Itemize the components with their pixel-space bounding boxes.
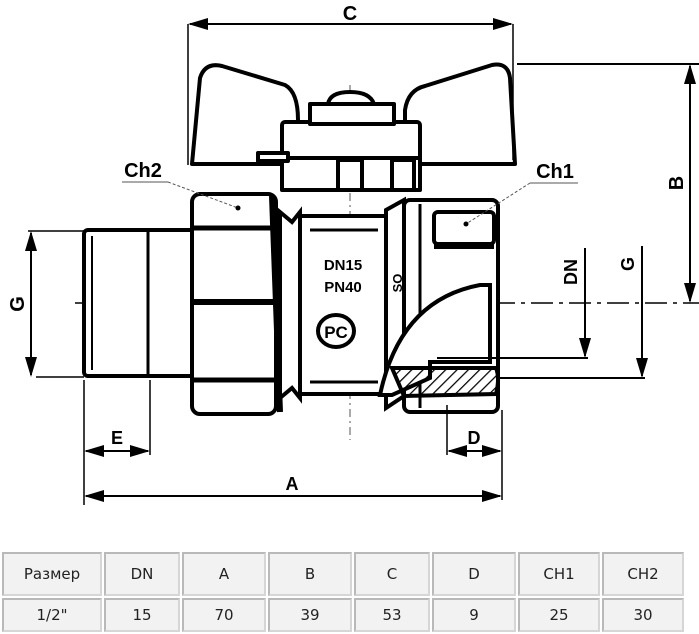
body-marking: DN15 PN40 PC SO bbox=[316, 257, 405, 349]
cell-b: 39 bbox=[268, 598, 352, 632]
label-g-right: G bbox=[618, 257, 638, 271]
ball-valve-technical-drawing: DN15 PN40 PC SO C B DN G bbox=[7, 3, 699, 505]
table-row: 1/2" 15 70 39 53 9 25 30 bbox=[2, 598, 684, 632]
dimension-dn bbox=[437, 248, 591, 359]
dimension-e bbox=[83, 380, 151, 505]
label-g-left: G bbox=[7, 296, 29, 312]
header-a: A bbox=[182, 552, 266, 596]
svg-text:PN40: PN40 bbox=[324, 279, 362, 296]
cutaway-section bbox=[377, 283, 500, 399]
label-ch2: Ch2 bbox=[124, 160, 162, 182]
dimension-d bbox=[446, 405, 503, 500]
header-ch1: CH1 bbox=[518, 552, 600, 596]
cell-d: 9 bbox=[432, 598, 516, 632]
svg-text:PC: PC bbox=[324, 323, 348, 342]
label-b: B bbox=[666, 176, 688, 190]
header-c: C bbox=[354, 552, 430, 596]
dimensions-table: Размер DN A B C D CH1 CH2 1/2" 15 70 39 … bbox=[0, 550, 686, 634]
header-d: D bbox=[432, 552, 516, 596]
dimension-c bbox=[187, 18, 514, 165]
label-c: C bbox=[343, 3, 357, 25]
cell-c: 53 bbox=[354, 598, 430, 632]
header-size: Размер bbox=[2, 552, 102, 596]
cell-a: 70 bbox=[182, 598, 266, 632]
cell-ch1: 25 bbox=[518, 598, 600, 632]
svg-text:SO: SO bbox=[390, 274, 405, 293]
label-a: A bbox=[286, 474, 299, 494]
leader-ch1 bbox=[465, 182, 578, 225]
label-dn: DN bbox=[561, 259, 581, 285]
dimension-b bbox=[517, 63, 699, 303]
svg-text:DN15: DN15 bbox=[324, 257, 362, 274]
label-e: E bbox=[111, 428, 123, 448]
leader-ch2 bbox=[122, 181, 239, 209]
union-nut-ch2 bbox=[190, 192, 283, 416]
table-header-row: Размер DN A B C D CH1 CH2 bbox=[2, 552, 684, 596]
butterfly-handle bbox=[190, 62, 517, 192]
male-thread-end bbox=[82, 228, 196, 378]
cell-dn: 15 bbox=[104, 598, 180, 632]
header-dn: DN bbox=[104, 552, 180, 596]
label-ch1: Ch1 bbox=[536, 161, 574, 183]
cell-ch2: 30 bbox=[602, 598, 684, 632]
cell-size: 1/2" bbox=[2, 598, 102, 632]
header-ch2: CH2 bbox=[602, 552, 684, 596]
label-d: D bbox=[468, 428, 481, 448]
dimension-g-right bbox=[500, 246, 648, 379]
dimension-g-left bbox=[25, 230, 84, 378]
header-b: B bbox=[268, 552, 352, 596]
